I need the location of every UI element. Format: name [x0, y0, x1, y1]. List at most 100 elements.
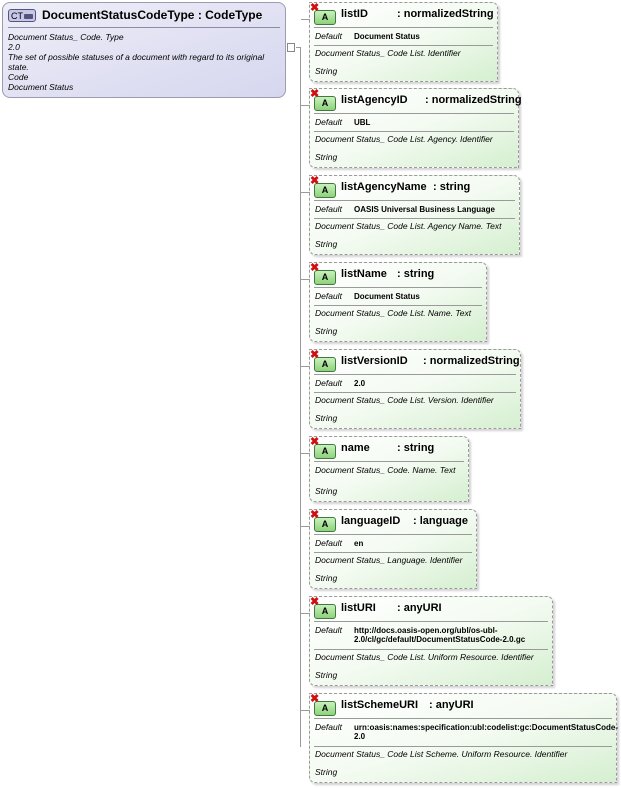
optional-cross-icon: ✖ — [310, 693, 320, 705]
complex-type-documentation: Document Status_ Code. Type 2.0 The set … — [8, 32, 284, 92]
default-value: 2.0 — [354, 379, 366, 388]
divider — [314, 305, 482, 306]
attribute-documentation: Document Status_ Code List. Identifier — [315, 48, 461, 58]
attribute-icon: A — [314, 270, 336, 285]
divider — [314, 392, 516, 393]
divider — [314, 45, 493, 46]
divider — [314, 552, 472, 553]
attribute-documentation: Document Status_ Code List. Agency. Iden… — [315, 134, 493, 144]
arrow-icon — [24, 14, 33, 19]
collapse-icon[interactable] — [287, 43, 295, 52]
attribute-documentation: Document Status_ Code List. Version. Ide… — [315, 395, 494, 405]
default-label: Default — [315, 625, 342, 635]
attribute-base-type: String — [315, 413, 338, 423]
attribute-type: : string — [397, 442, 435, 454]
attribute-name: name — [341, 442, 370, 454]
divider — [314, 113, 514, 114]
attribute-name: listSchemeURI — [341, 699, 419, 711]
branch-line — [301, 710, 310, 711]
complex-type-icon: CT — [8, 9, 36, 22]
divider — [314, 461, 464, 462]
divider — [314, 534, 472, 535]
doc-line: Document Status_ Code. Type — [8, 32, 124, 42]
attribute-type: : normalizedString — [397, 8, 494, 20]
attribute-base-type: String — [315, 767, 338, 777]
complex-type-base: : CodeType — [197, 8, 263, 22]
attribute-base-type: String — [315, 326, 338, 336]
attribute-name: listAgencyName — [341, 181, 427, 193]
divider — [314, 649, 548, 650]
attribute-base-type: String — [315, 66, 338, 76]
default-value: http://docs.oasis-open.org/ubl/os-ubl-2.… — [354, 626, 526, 644]
attribute-type: : language — [413, 515, 469, 527]
default-value: Document Status — [354, 32, 420, 41]
default-label: Default — [315, 117, 342, 127]
attribute-name: listAgencyID — [341, 94, 408, 106]
expand-connector[interactable] — [284, 43, 296, 52]
attribute-icon: A — [314, 701, 336, 716]
divider — [314, 374, 516, 375]
attribute-documentation: Document Status_ Code List Scheme. Unifo… — [315, 749, 568, 759]
divider — [314, 746, 612, 747]
divider — [314, 287, 482, 288]
attribute-documentation: Document Status_ Code List. Uniform Reso… — [315, 652, 534, 662]
complex-type-badge-label: CT — [11, 11, 23, 21]
doc-line: Document Status — [8, 82, 74, 92]
optional-cross-icon: ✖ — [310, 88, 320, 100]
attribute-icon: A — [314, 357, 336, 372]
attribute-icon: A — [314, 183, 336, 198]
optional-cross-icon: ✖ — [310, 262, 320, 274]
doc-line: Code — [8, 72, 29, 82]
attribute-name: listURI — [341, 602, 376, 614]
attribute-documentation: Document Status_ Code List. Agency Name.… — [315, 221, 502, 231]
branch-line — [301, 613, 310, 614]
attribute-documentation: Document Status_ Language. Identifier — [315, 555, 463, 565]
default-label: Default — [315, 378, 342, 388]
optional-cross-icon: ✖ — [310, 436, 320, 448]
attribute-icon: A — [314, 96, 336, 111]
attribute-type: : normalizedString — [425, 94, 522, 106]
attribute-name: languageID — [341, 515, 401, 527]
optional-cross-icon: ✖ — [310, 175, 320, 187]
divider — [314, 200, 515, 201]
attribute-base-type: String — [315, 486, 338, 496]
default-value: OASIS Universal Business Language — [354, 205, 495, 214]
attribute-icon: A — [314, 604, 336, 619]
default-value: en — [354, 539, 364, 548]
default-value: Document Status — [354, 292, 420, 301]
divider — [314, 621, 548, 622]
attribute-name: listName — [341, 268, 387, 280]
complex-type-box[interactable]: CT DocumentStatusCodeType : CodeType Doc… — [2, 2, 286, 98]
default-label: Default — [315, 538, 342, 548]
attribute-icon: A — [314, 517, 336, 532]
branch-line — [301, 19, 310, 20]
complex-type-title: DocumentStatusCodeType : CodeType — [42, 8, 262, 22]
default-label: Default — [315, 291, 342, 301]
attribute-icon: A — [314, 444, 336, 459]
attribute-base-type: String — [315, 239, 338, 249]
optional-cross-icon: ✖ — [310, 2, 320, 14]
divider — [8, 27, 280, 28]
default-value: urn:oasis:names:specification:ubl:codeli… — [354, 723, 619, 741]
connector-line — [296, 47, 301, 48]
attribute-name: listVersionID — [341, 355, 408, 367]
optional-cross-icon: ✖ — [310, 349, 320, 361]
attribute-documentation: Document Status_ Code List. Name. Text — [315, 308, 472, 318]
default-value: UBL — [354, 118, 371, 127]
attribute-icon: A — [314, 10, 336, 25]
branch-line — [301, 279, 310, 280]
divider — [314, 27, 493, 28]
doc-line: The set of possible statuses of a docume… — [8, 52, 265, 72]
complex-type-name: DocumentStatusCodeType — [42, 8, 195, 22]
divider — [314, 718, 612, 719]
attribute-base-type: String — [315, 670, 338, 680]
